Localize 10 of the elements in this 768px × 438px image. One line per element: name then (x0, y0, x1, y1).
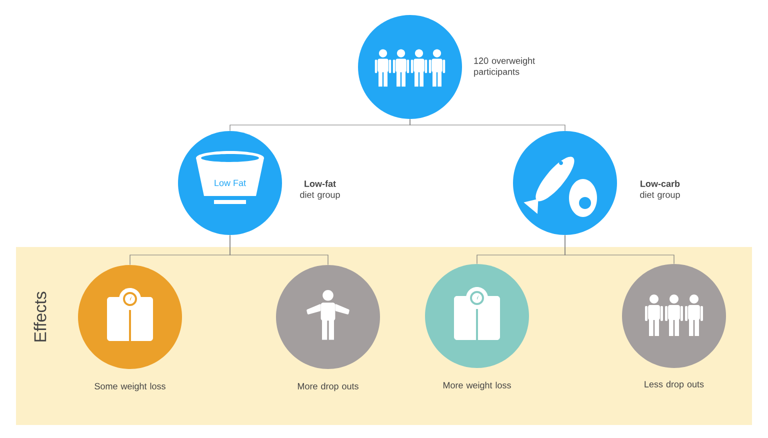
connector-line (410, 118, 566, 132)
connector-line (564, 234, 674, 264)
node-caption: More drop outs (298, 382, 358, 392)
connector-line (230, 234, 328, 266)
node-caption: Less drop outs (644, 380, 704, 390)
node-caption: Low-fat diet group (300, 180, 340, 200)
node-caption: 120 overweight participants (474, 57, 535, 77)
node-caption: More weight loss (443, 382, 511, 390)
node-caption: Some weight loss (94, 382, 166, 392)
node-caption: Low-carb diet group (640, 180, 680, 200)
